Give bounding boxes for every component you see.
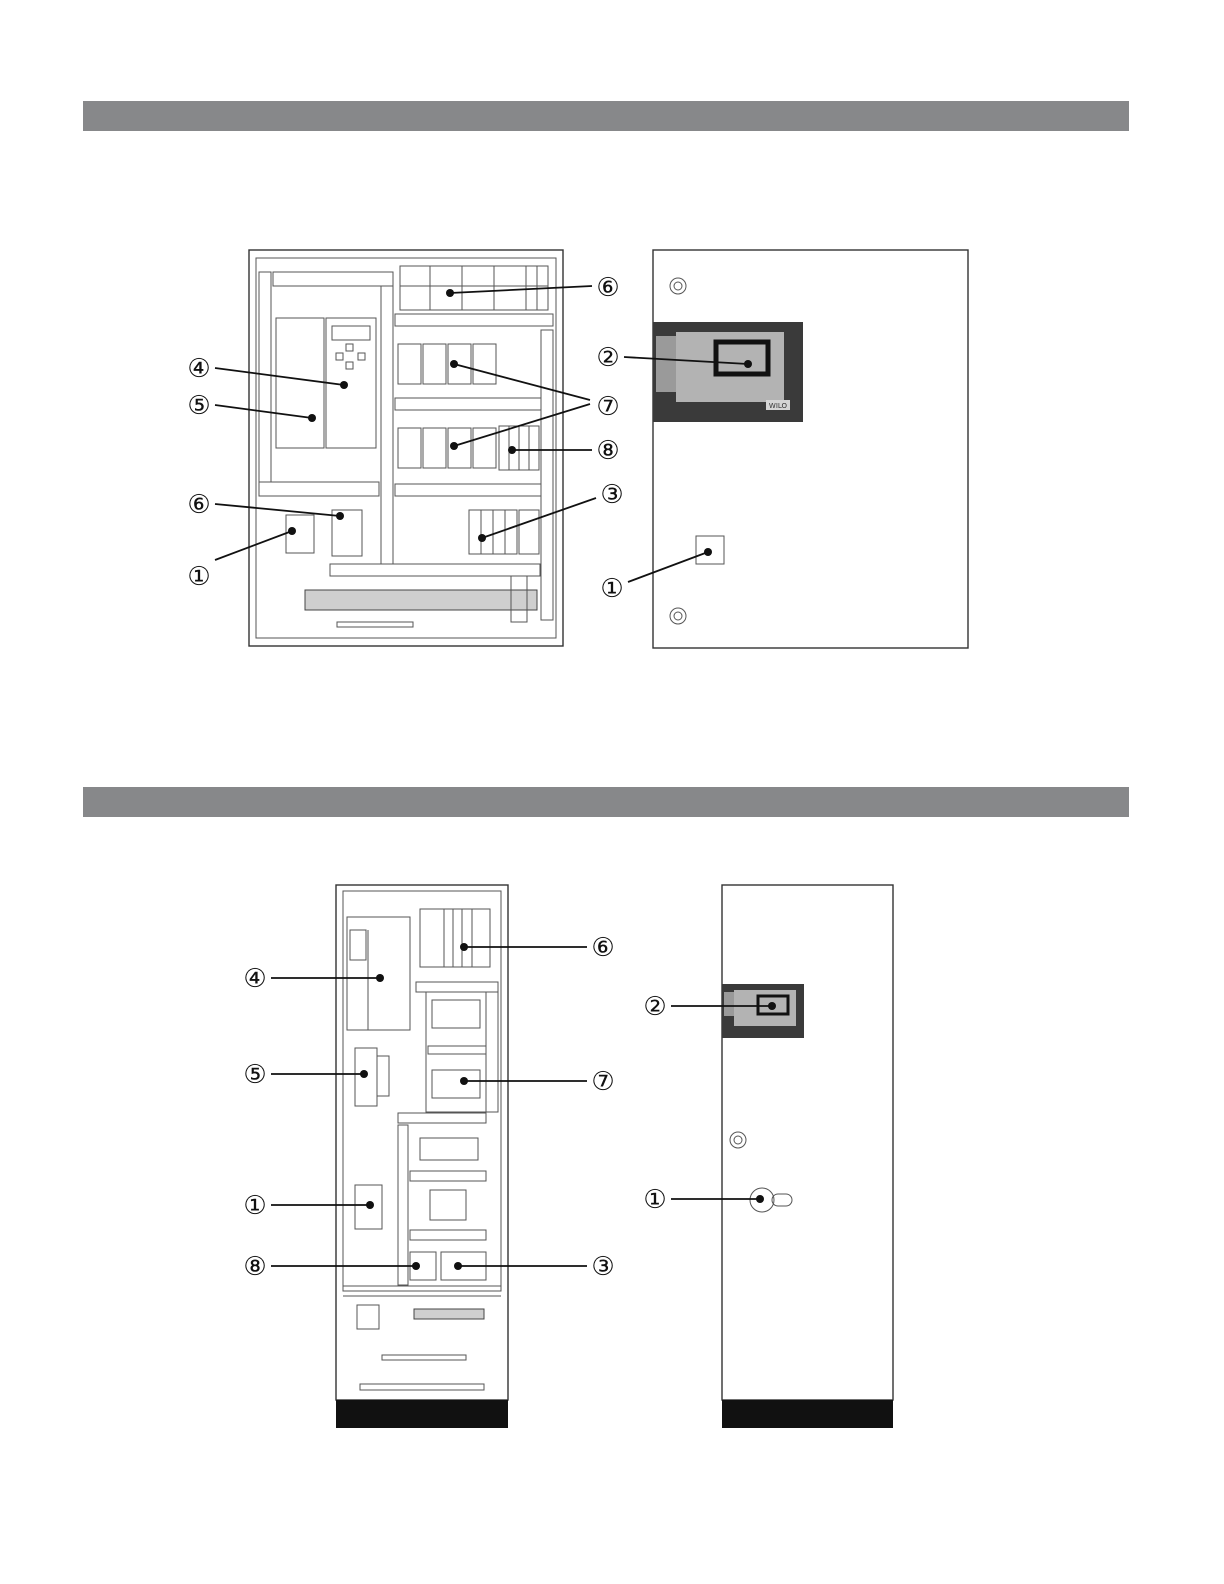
- door-lock: [730, 1132, 746, 1148]
- closed-cabinet-door: WILO: [653, 250, 968, 648]
- callout-3: ③: [600, 480, 623, 510]
- callout-8: ⑧: [243, 1252, 266, 1282]
- callout-1-inner: ①: [243, 1191, 266, 1221]
- contactor-row-1: [432, 1000, 480, 1028]
- callout-4: ④: [243, 964, 266, 994]
- brand-label: WILO: [769, 402, 788, 410]
- door-lock-bottom: [670, 608, 686, 624]
- callout-2: ②: [596, 343, 619, 373]
- open-floor-cabinet-interior: [336, 885, 508, 1428]
- callout-3: ③: [591, 1252, 614, 1282]
- closed-floor-cabinet-door: [722, 885, 893, 1428]
- callout-5: ⑤: [187, 391, 210, 421]
- open-cabinet-interior: [249, 250, 563, 646]
- callout-2: ②: [643, 992, 666, 1022]
- door-lock-top: [670, 278, 686, 294]
- floor-cabinet-diagram: ④ ⑤ ① ⑧ ⑥ ⑦ ③ ② ①: [0, 860, 1224, 1440]
- callout-6: ⑥: [591, 933, 614, 963]
- callouts-diagram-2: ④ ⑤ ① ⑧ ⑥ ⑦ ③ ② ①: [243, 933, 776, 1282]
- callout-1-door: ①: [600, 574, 623, 604]
- frequency-converter: [276, 318, 324, 448]
- callout-1-inner: ①: [187, 562, 210, 592]
- fuse-block-top: [420, 909, 490, 967]
- wall-cabinet-diagram: WILO ⑥ ④ ⑤ ② ⑦ ⑧ ③ ⑥ ① ①: [0, 220, 1224, 680]
- cabinet-base-right: [722, 1400, 893, 1428]
- callout-7: ⑦: [591, 1067, 614, 1097]
- callout-6: ⑥: [596, 273, 619, 303]
- callout-7: ⑦: [596, 392, 619, 422]
- frequency-converter: [347, 917, 410, 1030]
- contactor-row-2: [398, 428, 496, 468]
- contactor-row-1: [398, 344, 496, 384]
- callout-8: ⑧: [596, 436, 619, 466]
- cabinet-base-left: [336, 1400, 508, 1428]
- terminal-strip: [305, 590, 537, 610]
- callout-6-lower: ⑥: [187, 490, 210, 520]
- section-header-bar-2: [83, 787, 1129, 817]
- callout-5: ⑤: [243, 1060, 266, 1090]
- section-header-bar-1: [83, 101, 1129, 131]
- contactor-row-2: [432, 1070, 480, 1098]
- callout-4: ④: [187, 354, 210, 384]
- terminal-strip: [414, 1309, 484, 1319]
- callout-1-door: ①: [643, 1185, 666, 1215]
